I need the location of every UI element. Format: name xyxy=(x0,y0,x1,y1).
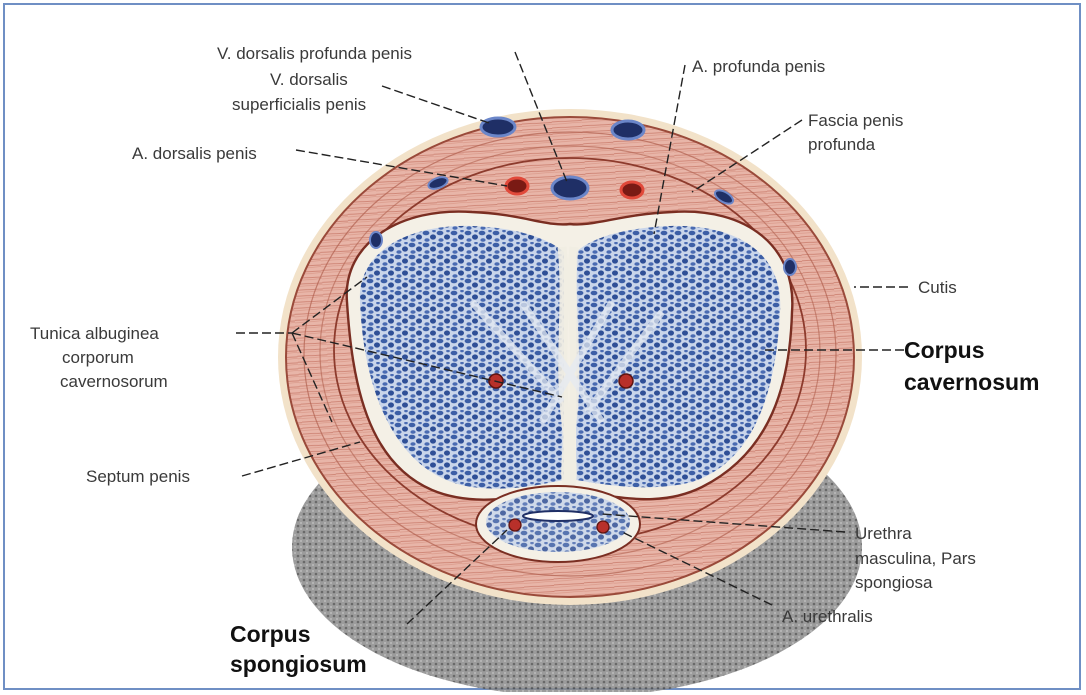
label-v-dorsalis-superficialis-line2: superficialis penis xyxy=(232,95,366,114)
label-corpus-cavernosum-line2: cavernosum xyxy=(904,369,1040,395)
a-urethralis-right xyxy=(597,521,609,533)
v-superficialis-right xyxy=(612,121,644,139)
label-septum: Septum penis xyxy=(86,467,190,486)
label-tunica-line1: Tunica albuginea xyxy=(30,324,159,343)
label-a-urethralis: A. urethralis xyxy=(782,607,873,626)
a-dorsalis-right xyxy=(621,182,643,198)
a-profunda-right xyxy=(619,374,633,388)
label-corpus-spongiosum-line1: Corpus xyxy=(230,621,311,647)
v-superficialis-left xyxy=(481,118,515,136)
v-dorsalis-profunda xyxy=(552,177,588,199)
label-urethra-line3: spongiosa xyxy=(855,573,933,592)
lateral-vein-right xyxy=(784,259,796,275)
figure-frame: V. dorsalis profunda penis V. dorsalis s… xyxy=(3,3,1081,690)
label-cutis: Cutis xyxy=(918,278,957,297)
urethra-lumen xyxy=(523,511,593,521)
label-corpus-cavernosum-line1: Corpus xyxy=(904,337,985,363)
label-fascia-line2: profunda xyxy=(808,135,876,154)
label-fascia-line1: Fascia penis xyxy=(808,111,903,130)
label-a-dorsalis: A. dorsalis penis xyxy=(132,144,257,163)
label-v-dorsalis-profunda: V. dorsalis profunda penis xyxy=(217,44,412,63)
label-urethra-line1: Urethra xyxy=(855,524,912,543)
label-urethra-line2: masculina, Pars xyxy=(855,549,976,568)
lateral-vein-left xyxy=(370,232,382,248)
label-v-dorsalis-superficialis-line1: V. dorsalis xyxy=(270,70,348,89)
a-dorsalis-left xyxy=(506,178,528,194)
penis-cross-section-diagram: V. dorsalis profunda penis V. dorsalis s… xyxy=(5,5,1083,692)
label-a-profunda: A. profunda penis xyxy=(692,57,825,76)
label-tunica-line2: corporum xyxy=(62,348,134,367)
a-urethralis-left xyxy=(509,519,521,531)
label-tunica-line3: cavernosorum xyxy=(60,372,168,391)
label-corpus-spongiosum-line2: spongiosum xyxy=(230,651,367,677)
